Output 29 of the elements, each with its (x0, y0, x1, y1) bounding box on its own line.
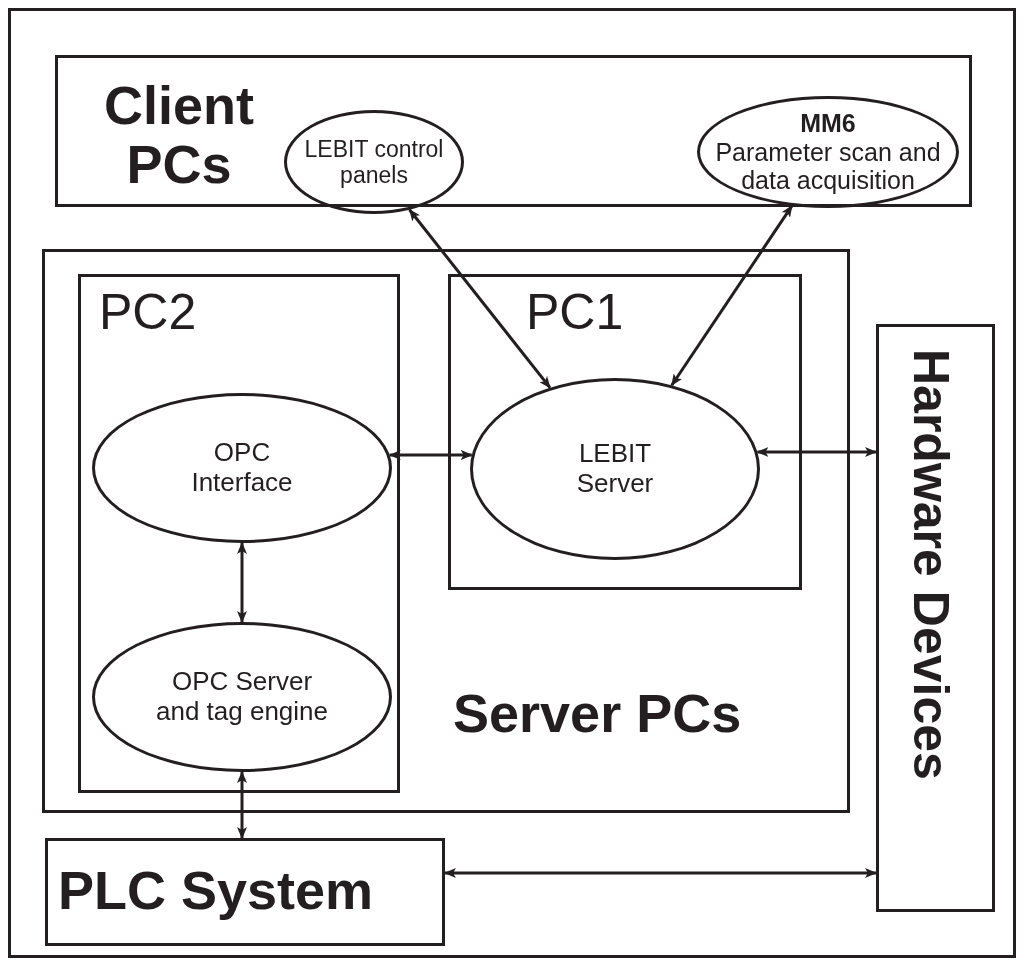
box-title: Server PCs (453, 684, 742, 744)
double-arrow (237, 771, 247, 839)
node-label: OPC Interface (190, 438, 294, 498)
node-label: Parameter scan and data acquisition (714, 137, 942, 196)
node-label: OPC Server and tag engine (154, 667, 329, 727)
node-label: LEBIT Server (575, 439, 655, 499)
group-box (448, 274, 802, 590)
double-arrow (388, 450, 473, 460)
group-box (45, 838, 445, 946)
double-arrow (444, 868, 877, 878)
group-box (42, 249, 850, 813)
ellipse-node (470, 378, 760, 560)
double-arrow (670, 205, 794, 387)
double-arrow (237, 542, 247, 623)
box-title: Hardware Devices (903, 349, 958, 780)
ellipse-node (92, 622, 392, 772)
node-label: MM6 (800, 108, 856, 138)
group-box (78, 274, 400, 793)
group-box (876, 324, 995, 912)
double-arrow (756, 447, 877, 457)
node-label: LEBIT control panels (303, 135, 445, 189)
double-arrow (408, 208, 552, 389)
box-title: PC2 (99, 285, 197, 340)
ellipse-node (697, 96, 959, 208)
box-title: PLC System (58, 861, 374, 921)
ellipse-node (284, 110, 464, 214)
box-title: Client PCs (103, 76, 255, 195)
ellipse-node (92, 393, 392, 543)
box-title: PC1 (526, 285, 624, 340)
